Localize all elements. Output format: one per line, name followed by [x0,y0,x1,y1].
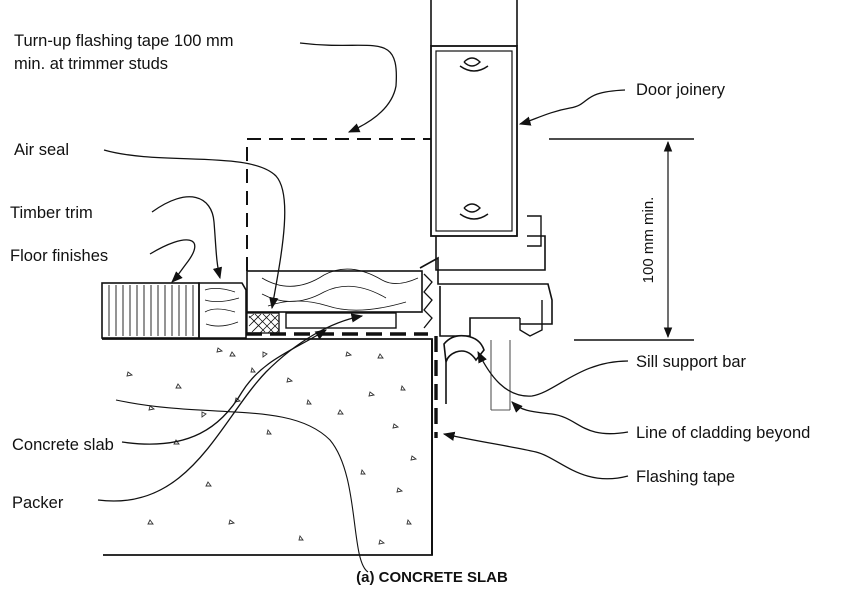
door-joinery-leader [518,89,626,126]
concrete-aggregate-marks [126,347,418,545]
flashing-tape-leader [442,431,629,480]
cladding-line-beyond [490,340,511,411]
dimension-100mm: 100 mm min. [549,138,694,341]
label-air-seal: Air seal [14,141,69,159]
label-sill-support-bar: Sill support bar [636,353,747,371]
diagram-caption: (a) CONCRETE SLAB [356,569,508,586]
label-floor-finishes: Floor finishes [10,247,108,265]
label-line-of-cladding: Line of cladding beyond [636,424,810,442]
packer-leader [97,313,364,502]
label-timber-trim: Timber trim [10,204,93,222]
floor-finishes-leader [149,239,196,283]
label-door-joinery: Door joinery [636,81,726,99]
label-turn-up-line2: min. at trimmer studs [14,55,168,73]
packer [285,312,397,329]
label-flashing-tape: Flashing tape [636,468,735,486]
timber-trim-leader [151,196,222,280]
flashing-tape-line [246,332,438,438]
turn-up-leader [299,42,397,133]
slab-curve-line [115,399,369,573]
dimension-label: 100 mm min. [640,197,657,284]
label-turn-up-line1: Turn-up flashing tape 100 mm [14,32,234,50]
door-joinery-frame [419,0,553,404]
leader-lines [97,42,629,573]
concrete-slab [102,338,433,556]
air-seal [246,312,280,334]
label-concrete-slab: Concrete slab [12,436,114,454]
timber-sill-block [246,268,423,313]
line-of-cladding-leader [511,401,629,435]
turn-up-flashing-outline [246,138,431,271]
floor-finishes-block [101,282,200,339]
air-seal-leader [103,149,286,310]
timber-trim [198,282,247,339]
sill-support-bar-leader [477,350,629,397]
label-packer: Packer [12,494,64,512]
